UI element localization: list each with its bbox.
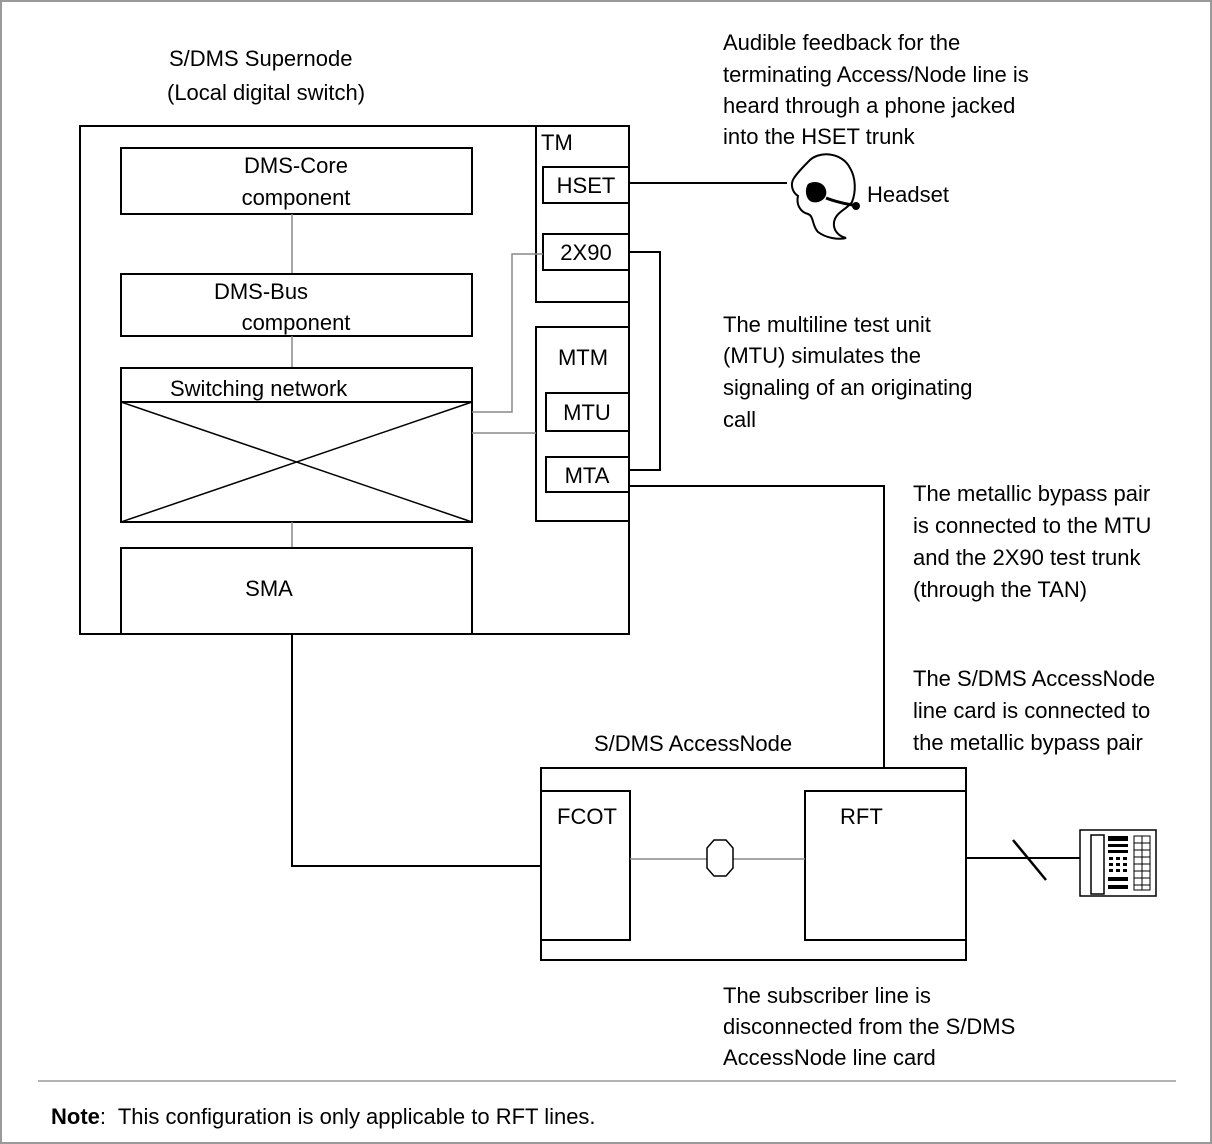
supernode-title: S/DMS Supernode	[169, 46, 352, 71]
mtm-label: MTM	[558, 345, 608, 370]
headset-icon	[790, 153, 860, 240]
dms-bus-label: DMS-Bus	[214, 279, 308, 304]
dms-bus-box	[120, 273, 473, 337]
callout-linecard-1: The S/DMS AccessNode	[913, 666, 1155, 691]
dms-core-label: DMS-Core	[244, 153, 348, 178]
note-text: Note: This configuration is only applica…	[51, 1104, 596, 1129]
fiber-loop-icon	[706, 839, 734, 877]
fcot-box	[540, 790, 631, 941]
mtu-label: MTU	[563, 400, 611, 425]
hset-box	[542, 166, 630, 204]
switching-network-label: Switching network	[170, 376, 348, 401]
callout-linecard-3: the metallic bypass pair	[913, 730, 1143, 755]
mtu-box	[545, 392, 630, 432]
dms-bus-label-2: component	[242, 310, 351, 335]
rft-box	[804, 790, 967, 941]
callout-subscriber-1: The subscriber line is	[723, 983, 931, 1008]
headset-label: Headset	[867, 182, 949, 207]
tm-box	[535, 125, 630, 303]
supernode-subtitle: (Local digital switch)	[167, 80, 365, 105]
metallic-bypass-pair	[629, 485, 885, 768]
callout-audible-2: terminating Access/Node line is	[723, 62, 1029, 87]
tm-label: TM	[541, 130, 573, 155]
mta-box	[545, 456, 630, 493]
callout-bypass-4: (through the TAN)	[913, 577, 1087, 602]
note-body: : This configuration is only applicable …	[100, 1104, 596, 1129]
callout-subscriber-3: AccessNode line card	[723, 1045, 936, 1070]
sma-box	[120, 547, 473, 635]
mta-label: MTA	[565, 463, 610, 488]
callout-bypass-1: The metallic bypass pair	[913, 481, 1150, 506]
dms-core-box	[120, 147, 473, 215]
callout-bypass-2: is connected to the MTU	[913, 513, 1151, 538]
hset-label: HSET	[557, 173, 616, 198]
callout-mtu-2: (MTU) simulates the	[723, 343, 921, 368]
telephone-icon	[1079, 829, 1157, 897]
callout-bypass-3: and the 2X90 test trunk	[913, 545, 1141, 570]
callout-audible-1: Audible feedback for the	[723, 30, 960, 55]
switch-to-2x90-link	[472, 253, 543, 413]
note-label: Note	[51, 1104, 100, 1129]
callout-mtu-1: The multiline test unit	[723, 312, 931, 337]
2x90-mta-loop	[629, 251, 661, 471]
callout-audible-3: heard through a phone jacked	[723, 93, 1015, 118]
callout-mtu-3: signaling of an originating	[723, 375, 973, 400]
switching-cross-2	[120, 401, 473, 523]
trunk-2x90-label: 2X90	[560, 240, 611, 265]
accessnode-title: S/DMS AccessNode	[594, 731, 792, 756]
dms-core-label-2: component	[242, 185, 351, 210]
fcot-label: FCOT	[557, 804, 617, 829]
callout-subscriber-2: disconnected from the S/DMS	[723, 1014, 1015, 1039]
callout-linecard-2: line card is connected to	[913, 698, 1150, 723]
accessnode-box	[540, 767, 967, 961]
callout-mtu-4: call	[723, 407, 756, 432]
callout-audible-4: into the HSET trunk	[723, 124, 916, 149]
sma-fcot-link	[291, 634, 541, 867]
disconnect-mark	[1012, 839, 1047, 881]
switching-network-box	[120, 367, 473, 523]
sma-label: SMA	[245, 576, 293, 601]
rft-label: RFT	[840, 804, 883, 829]
